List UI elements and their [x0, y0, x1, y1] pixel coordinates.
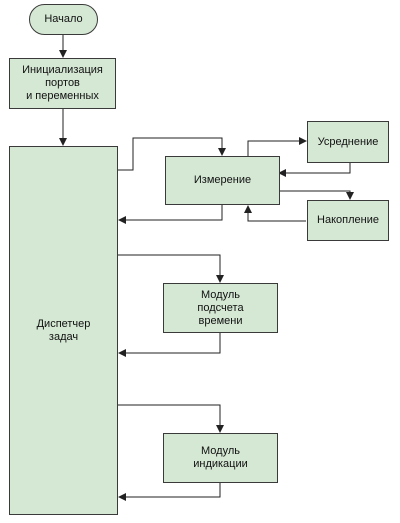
- dispatcher-label: Диспетчер задач: [36, 317, 91, 343]
- averaging-label: Усреднение: [317, 135, 379, 148]
- accumulation-node: Накопление: [307, 200, 389, 241]
- timer-module-label: Модуль подсчета времени: [197, 288, 244, 327]
- measure-node: Измерение: [165, 156, 280, 205]
- arrow-display-to-dispatcher: [118, 482, 221, 501]
- start-label: Начало: [44, 13, 83, 25]
- init-label: Инициализация портов и переменных: [22, 64, 103, 102]
- timer-module-node: Модуль подсчета времени: [163, 283, 278, 333]
- arrow-measure-to-dispatcher: [118, 204, 223, 224]
- arrow-averaging-to-measure: [278, 162, 351, 177]
- dispatcher-node: Диспетчер задач: [9, 146, 118, 515]
- averaging-node: Усреднение: [307, 121, 389, 163]
- start-node: Начало: [29, 4, 98, 35]
- arrow-measure-to-averaging: [247, 137, 307, 156]
- init-node: Инициализация портов и переменных: [9, 58, 116, 109]
- measure-label: Измерение: [193, 174, 252, 186]
- arrow-measure-to-accumulation: [279, 190, 354, 200]
- display-module-label: Модуль индикации: [193, 445, 248, 470]
- arrow-accumulation-to-measure: [244, 205, 306, 222]
- display-module-node: Модуль индикации: [163, 433, 278, 483]
- arrow-dispatcher-to-measure: [117, 137, 226, 171]
- arrow-timer-to-dispatcher: [118, 332, 221, 357]
- arrow-dispatcher-to-timer: [117, 254, 224, 283]
- accumulation-label: Накопление: [317, 214, 379, 226]
- arrow-dispatcher-to-display: [117, 404, 224, 433]
